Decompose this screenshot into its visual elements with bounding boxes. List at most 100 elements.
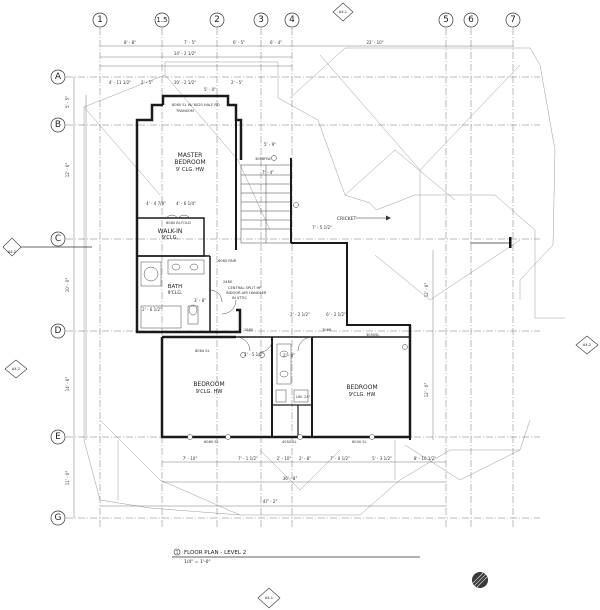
svg-text:5' - 5": 5' - 5": [65, 96, 70, 108]
svg-text:G: G: [55, 513, 62, 523]
svg-text:5' - 3 1/2": 5' - 3 1/2": [372, 456, 392, 461]
cricket-arrow: CRICKET: [337, 215, 391, 222]
svg-text:9'CLG. HW: 9'CLG. HW: [349, 392, 376, 398]
svg-text:1: 1: [176, 550, 179, 555]
grid-bubble-row-g: G: [50, 510, 66, 526]
svg-text:9' CLG. HW: 9' CLG. HW: [176, 167, 204, 173]
annotations: 8060 SL W/ 8020 HALF-RD TRANSOM 6080 BI-…: [166, 103, 379, 444]
svg-text:2' - 10": 2' - 10": [277, 456, 292, 461]
svg-text:6' - 5": 6' - 5": [233, 40, 245, 45]
svg-text:A4.2: A4.2: [583, 343, 591, 347]
north-arrow-icon: [471, 571, 489, 589]
grid-bubble-row-d: D: [50, 323, 66, 339]
grid-bubble-row-c: C: [50, 231, 66, 247]
svg-text:BEDROOM: BEDROOM: [346, 384, 377, 391]
stair-treads: [241, 165, 291, 243]
svg-text:8' - 8": 8' - 8": [124, 40, 136, 45]
svg-text:A4.2: A4.2: [8, 250, 16, 254]
svg-text:9'CLG. HW: 9'CLG. HW: [196, 389, 223, 395]
grid-bubble-col-5: 5: [438, 12, 454, 28]
room-walk-in: WALK-IN 9'CLG.: [158, 228, 183, 241]
svg-text:7' - 5 1/2": 7' - 5 1/2": [312, 225, 332, 230]
svg-text:2' - 6 1/2": 2' - 6 1/2": [142, 307, 162, 312]
svg-text:INDOOR AIR HANDLER: INDOOR AIR HANDLER: [226, 291, 267, 295]
hall-bath-fixtures: [275, 343, 309, 403]
grid-bubble-col-6: 6: [463, 12, 479, 28]
svg-text:5: 5: [443, 15, 449, 25]
svg-text:3: 3: [258, 15, 264, 25]
svg-text:1: 1: [97, 15, 103, 25]
svg-text:A4.2: A4.2: [12, 367, 20, 371]
svg-text:D: D: [55, 326, 62, 336]
room-bedroom-1: BEDROOM 9'CLG. HW: [193, 381, 224, 395]
room-bath: BATH 9'CLG.: [168, 284, 183, 296]
svg-text:2' - 5": 2' - 5": [231, 80, 243, 85]
grid-bubble-col-1-5: 1.5: [154, 12, 170, 28]
grid-bubble-col-3: 3: [253, 12, 269, 28]
svg-text:6060 SL: 6060 SL: [204, 440, 219, 444]
svg-text:7: 7: [510, 15, 516, 25]
svg-text:4' - 11 1/2": 4' - 11 1/2": [109, 80, 131, 85]
svg-text:6' - 2 1/2": 6' - 2 1/2": [326, 312, 346, 317]
top-dimensions: 8' - 8" 7' - 5" 6' - 5" 6' - 4" 22' - 10…: [100, 40, 513, 92]
opening-tags: [187, 155, 408, 440]
right-dimensions: 12' - 6" 12' - 0": [424, 250, 434, 440]
svg-text:1/4" = 1'-0": 1/4" = 1'-0": [184, 559, 211, 565]
svg-text:4' - 6 1/4": 4' - 6 1/4": [176, 201, 196, 206]
svg-text:10' - 2 1/2": 10' - 2 1/2": [174, 80, 196, 85]
svg-text:2' - 2 1/2": 2' - 2 1/2": [290, 312, 310, 317]
svg-text:10' - 0": 10' - 0": [65, 278, 70, 293]
svg-text:14' - 6": 14' - 6": [65, 377, 70, 392]
section-marker-right: [470, 237, 512, 248]
svg-text:6' - 4": 6' - 4": [270, 40, 282, 45]
svg-text:12' - 6": 12' - 6": [65, 163, 70, 178]
svg-text:IN ATTIC: IN ATTIC: [232, 296, 247, 300]
walls: [135, 94, 412, 440]
svg-text:E: E: [55, 432, 61, 442]
bottom-dimensions: 7' - 10" 7' - 1 1/2" 2' - 10" 2' - 8" 7'…: [100, 456, 446, 507]
svg-text:7' - 0 1/2": 7' - 0 1/2": [330, 456, 350, 461]
svg-text:B: B: [55, 120, 61, 130]
svg-text:2: 2: [214, 15, 220, 25]
svg-text:WALK-IN: WALK-IN: [158, 228, 183, 235]
interior-dimensions: 5' - 9" 7' - 4" 7' - 5 1/2" 4' - 4 7/8" …: [142, 142, 346, 358]
svg-text:2' - 8": 2' - 8": [299, 456, 311, 461]
svg-text:2' - 0": 2' - 0": [283, 353, 295, 358]
grid-bubble-col-1: 1: [92, 12, 108, 28]
svg-text:6: 6: [468, 15, 474, 25]
svg-text:A4.1: A4.1: [265, 596, 273, 600]
svg-text:9'CLG.: 9'CLG.: [168, 290, 183, 296]
grid-bubble-col-7: 7: [505, 12, 521, 28]
svg-text:BATH: BATH: [168, 284, 183, 290]
room-bedroom-2: BEDROOM 9'CLG. HW: [346, 384, 377, 398]
grid-bubble-col-4: 4: [284, 12, 300, 28]
svg-text:2' - 5": 2' - 5": [141, 80, 153, 85]
room-master-bedroom: MASTER BEDROOM 9' CLG. HW: [174, 152, 205, 173]
left-dimensions: 5' - 5" 12' - 6" 10' - 0" 14' - 6" 11' -…: [65, 77, 87, 518]
door-swings: [165, 214, 313, 353]
drawing-title: 1 FLOOR PLAN - LEVEL 2 1/4" = 1'-0": [172, 548, 420, 565]
svg-text:3' - 8": 3' - 8": [194, 298, 206, 303]
svg-text:22' - 10": 22' - 10": [366, 40, 383, 45]
svg-text:A4.1: A4.1: [339, 10, 347, 14]
section-marker-top: A4.1: [332, 2, 354, 22]
svg-text:3068FNC: 3068FNC: [255, 157, 272, 161]
svg-text:14' - 2 1/2": 14' - 2 1/2": [174, 51, 196, 56]
svg-text:TRANSOM: TRANSOM: [175, 109, 194, 113]
svg-text:2' - 5 1/2": 2' - 5 1/2": [244, 352, 264, 357]
svg-text:7' - 1 1/2": 7' - 1 1/2": [238, 456, 258, 461]
svg-text:8064 SL: 8064 SL: [195, 349, 210, 353]
svg-text:4' - 4 7/8": 4' - 4 7/8": [146, 201, 166, 206]
svg-text:3050SL: 3050SL: [366, 333, 379, 337]
grid-bubble-col-2: 2: [209, 12, 225, 28]
svg-text:12' - 6": 12' - 6": [424, 283, 429, 298]
svg-text:CRICKET: CRICKET: [337, 216, 357, 222]
section-marker-left: A4.2: [2, 237, 92, 257]
svg-text:6040 SL: 6040 SL: [352, 440, 367, 444]
svg-text:47' - 2": 47' - 2": [263, 499, 278, 504]
svg-text:3068: 3068: [322, 328, 332, 332]
svg-text:6080 PAIR: 6080 PAIR: [218, 259, 237, 263]
svg-text:8' - 10 1/2": 8' - 10 1/2": [414, 456, 436, 461]
svg-text:36' - 8": 36' - 8": [283, 476, 298, 481]
